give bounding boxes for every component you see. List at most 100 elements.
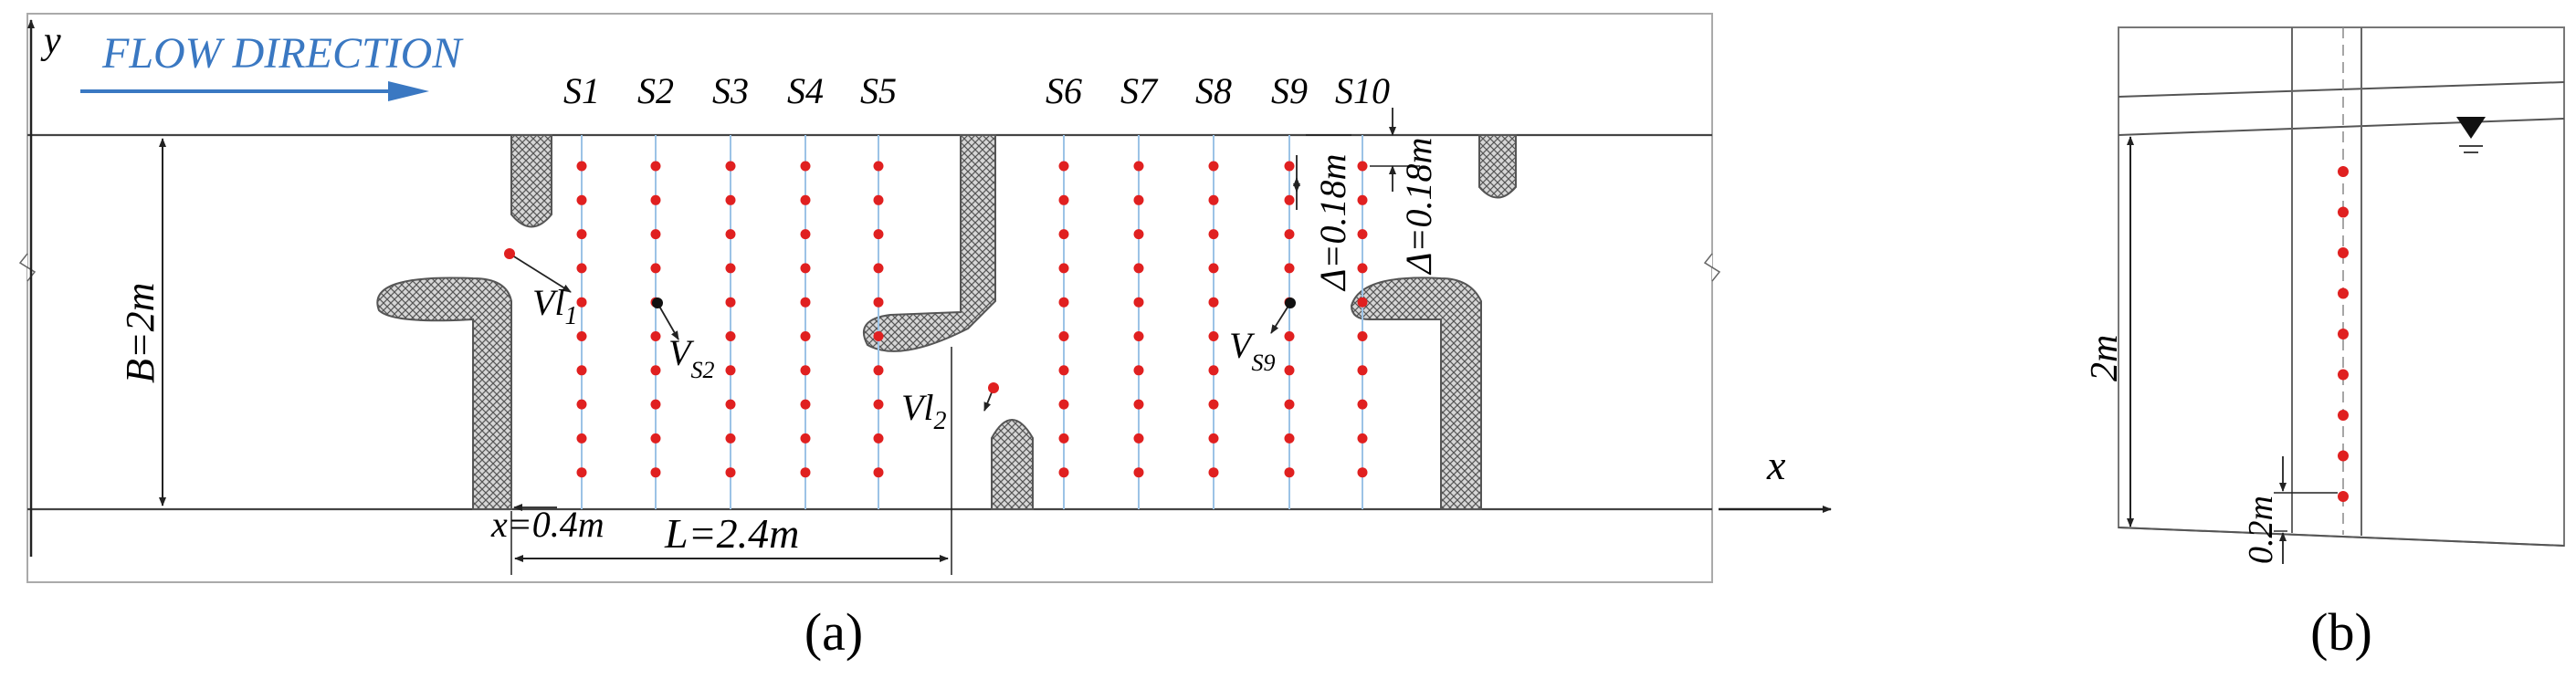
measurement-point [1133,229,1144,240]
measurement-point [1133,263,1144,274]
measurement-point [1208,365,1219,376]
vl2-sub: 2 [934,407,947,435]
y-axis-label: y [40,20,61,62]
measurement-point [1133,467,1144,478]
measurement-point [725,297,736,308]
measurement-point [1357,161,1368,172]
measurement-point [576,433,587,444]
vertical-point [2338,329,2349,339]
bed-line [2118,527,2565,547]
measurement-point [800,263,811,274]
measurement-point [1208,194,1219,205]
measurement-point [1208,467,1219,478]
section-label-s5: S5 [860,70,897,111]
measurement-point [1133,297,1144,308]
groyne-2-bottom-l [376,277,512,510]
vs2-label: V [668,332,695,373]
section-label-s6: S6 [1046,70,1082,111]
velocity-probe-vl2: Vl2 [901,382,999,435]
measurement-point [873,229,884,240]
svg-text:Vl1: Vl1 [532,282,578,330]
panel-b: 2m 0.2m (b) [2084,26,2565,662]
measurement-point [800,433,811,444]
vertical-point [2338,247,2349,258]
measurement-point [1208,433,1219,444]
measurement-point [1058,229,1069,240]
measurement-point [650,229,661,240]
section-label-s3: S3 [712,70,749,111]
measurement-point [725,263,736,274]
measurement-point [1357,399,1368,410]
flow-arrow-head [388,81,429,101]
water-surface-upper [2118,81,2565,98]
measurement-point [576,229,587,240]
measurement-point [1133,433,1144,444]
measurement-point [800,194,811,205]
measurement-point [725,467,736,478]
measurement-point [1357,194,1368,205]
velocity-probe-vs9: VS9 [1229,298,1296,376]
measurement-point [650,467,661,478]
vs9-sub: S9 [1251,350,1275,376]
section-label-s4: S4 [787,70,824,111]
measurement-point [650,194,661,205]
measurement-point [1058,467,1069,478]
velocity-probe-vl1: Vl1 [504,248,578,330]
section-label-s2: S2 [637,70,674,111]
measurement-point [576,399,587,410]
section-label-s1: S1 [563,70,600,111]
water-surface [2118,118,2565,136]
measurement-point [1058,433,1069,444]
depth-label: 2m [2084,335,2126,381]
measurement-point [1284,194,1295,205]
vl1-label: Vl [532,282,565,323]
length-label: L=2.4m [664,510,799,557]
measurement-point [1058,194,1069,205]
measurement-point [1284,161,1295,172]
section-label-s10: S10 [1335,70,1390,111]
vl1-sub: 1 [565,302,578,330]
section-label-s8: S8 [1195,70,1232,111]
measurement-point [1284,331,1295,341]
measurement-point [800,365,811,376]
measurement-point [1357,229,1368,240]
measurement-point [873,467,884,478]
groyne-5-bottom-l [1350,277,1482,510]
measurement-point [1133,161,1144,172]
vertical-measurement-points [2338,166,2349,502]
measurement-point [725,229,736,240]
measurement-point [650,365,661,376]
measurement-point [576,194,587,205]
measurement-point [576,161,587,172]
measurement-point [1357,263,1368,274]
measurement-point [873,297,884,308]
measurement-point [650,433,661,444]
measurement-point [725,331,736,341]
measurement-point [873,263,884,274]
measurement-point [1133,194,1144,205]
measurement-point [725,161,736,172]
measurement-point [1208,161,1219,172]
measurement-point [800,229,811,240]
measurement-point [725,399,736,410]
measurement-point [1208,263,1219,274]
measurement-point [1357,467,1368,478]
measurement-point [650,399,661,410]
measurement-point [576,467,587,478]
measurement-point [873,194,884,205]
svg-text:Vl2: Vl2 [901,387,947,435]
measurement-point [650,161,661,172]
measurement-point [800,331,811,341]
measurement-point [650,263,661,274]
vs9-label: V [1229,325,1256,366]
frame-a [26,13,1713,583]
measurement-point [1284,467,1295,478]
measurement-point [1357,297,1368,308]
measurement-point [725,365,736,376]
measurement-point [1284,365,1295,376]
measurement-point [1058,161,1069,172]
measurement-point [1208,399,1219,410]
measurement-point [1133,365,1144,376]
measurement-point [800,297,811,308]
